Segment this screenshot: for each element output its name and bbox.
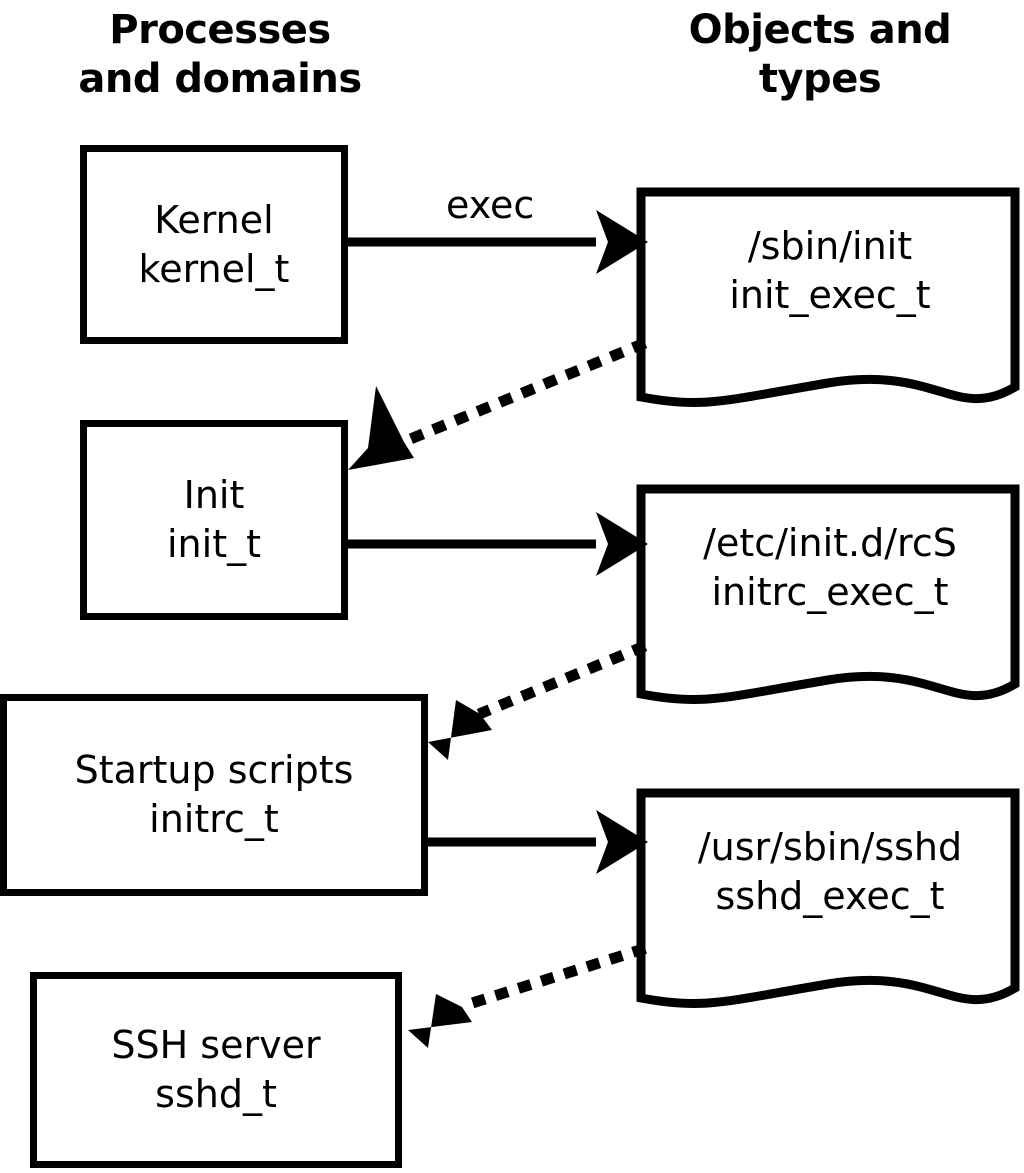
edge-initrcexec-transition — [428, 640, 648, 760]
process-box-kernel[interactable]: Kernel kernel_t — [80, 145, 348, 344]
object-type-init-exec: init_exec_t — [729, 272, 931, 317]
object-doc-init-exec[interactable] — [636, 187, 1020, 422]
object-type-sshd-exec: sshd_exec_t — [715, 873, 945, 918]
arrowhead-dotted — [348, 386, 414, 470]
edge-initexec-transition — [348, 337, 648, 470]
column-header-objects: Objects and types — [688, 7, 952, 102]
process-type-initrc: initrc_t — [149, 797, 279, 841]
object-doc-initrc-exec[interactable] — [636, 484, 1020, 719]
object-path-initrc-exec: /etc/init.d/rcS — [703, 521, 957, 565]
object-labels-sshd-exec: /usr/sbin/sshd sshd_exec_t — [640, 823, 1020, 920]
process-title-init: Init — [183, 473, 245, 518]
arrowhead-dotted — [408, 994, 472, 1048]
column-header-processes: Processes and domains — [78, 7, 362, 102]
object-labels-initrc-exec: /etc/init.d/rcS initrc_exec_t — [640, 519, 1020, 616]
object-type-initrc-exec: initrc_exec_t — [711, 569, 949, 614]
process-title-initrc: Startup scripts — [74, 748, 354, 793]
document-shape-icon — [636, 788, 1020, 1008]
process-title-kernel: Kernel — [154, 197, 274, 242]
arrowhead-dotted — [428, 700, 492, 760]
object-path-init-exec: /sbin/init — [747, 224, 913, 268]
process-type-sshd: sshd_t — [155, 1072, 277, 1116]
edge-sshdexec-transition — [408, 943, 647, 1048]
object-doc-sshd-exec[interactable] — [636, 788, 1020, 1023]
process-box-sshd[interactable]: SSH server sshd_t — [30, 972, 402, 1168]
process-box-initrc[interactable]: Startup scripts initrc_t — [0, 694, 428, 896]
object-path-sshd-exec: /usr/sbin/sshd — [697, 825, 963, 869]
process-title-sshd: SSH server — [111, 1023, 321, 1068]
document-shape-icon — [636, 484, 1020, 704]
process-type-init: init_t — [167, 522, 261, 566]
edge-init-exec-initrc — [348, 512, 648, 576]
document-shape-icon — [636, 187, 1020, 407]
edge-label-exec: exec — [446, 183, 535, 227]
process-type-kernel: kernel_t — [138, 246, 290, 291]
edge-initrc-exec-sshd — [428, 810, 648, 874]
process-box-init[interactable]: Init init_t — [80, 420, 348, 620]
object-labels-init-exec: /sbin/init init_exec_t — [640, 222, 1020, 319]
